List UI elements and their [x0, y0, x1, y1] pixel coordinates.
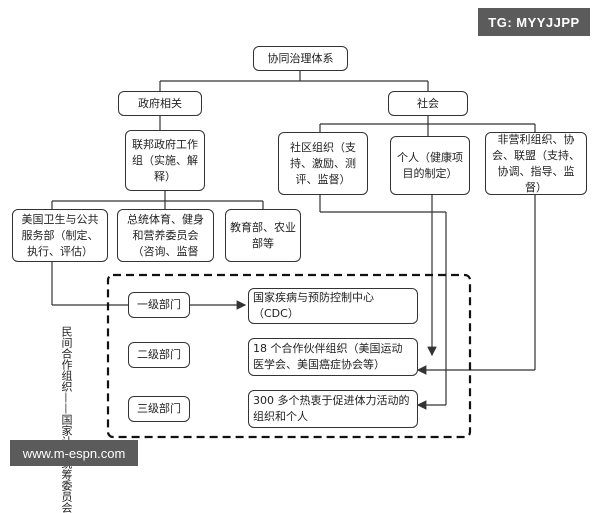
nonprofit-node: 非营利组织、协会、联盟（支持、协调、指导、监督） — [485, 132, 587, 195]
watermark-bottom: www.m-espn.com — [10, 440, 138, 466]
partner-orgs-node: 18 个合作伙伴组织（美国运动医学会、美国癌症协会等） — [248, 338, 418, 376]
cdc-node: 国家疾病与预防控制中心（CDC） — [248, 288, 418, 324]
presidents-council-node: 总统体育、健身和营养委员会（咨询、监督 — [117, 209, 214, 262]
level-three-node: 三级部门 — [128, 396, 190, 422]
root-node: 协同治理体系 — [253, 46, 348, 71]
individual-node: 个人（健康项目的制定） — [390, 136, 470, 195]
hhs-node: 美国卫生与公共服务部（制定、执行、评估） — [12, 209, 108, 262]
plan-committee-label: 民间合作组织——国家计划统筹委员会 — [60, 326, 73, 513]
community-org-node: 社区组织（支持、激励、测评、监督） — [278, 132, 368, 195]
level-one-node: 一级部门 — [128, 292, 190, 318]
government-node: 政府相关 — [118, 91, 202, 116]
federal-workgroup-node: 联邦政府工作组（实施、解释） — [125, 130, 205, 191]
society-node: 社会 — [388, 91, 468, 116]
education-agriculture-node: 教育部、农业部等 — [225, 209, 301, 262]
level-two-node: 二级部门 — [128, 342, 190, 368]
volunteer-orgs-node: 300 多个热衷于促进体力活动的组织和个人 — [248, 390, 418, 428]
watermark-top: TG: MYYJJPP — [478, 8, 590, 36]
